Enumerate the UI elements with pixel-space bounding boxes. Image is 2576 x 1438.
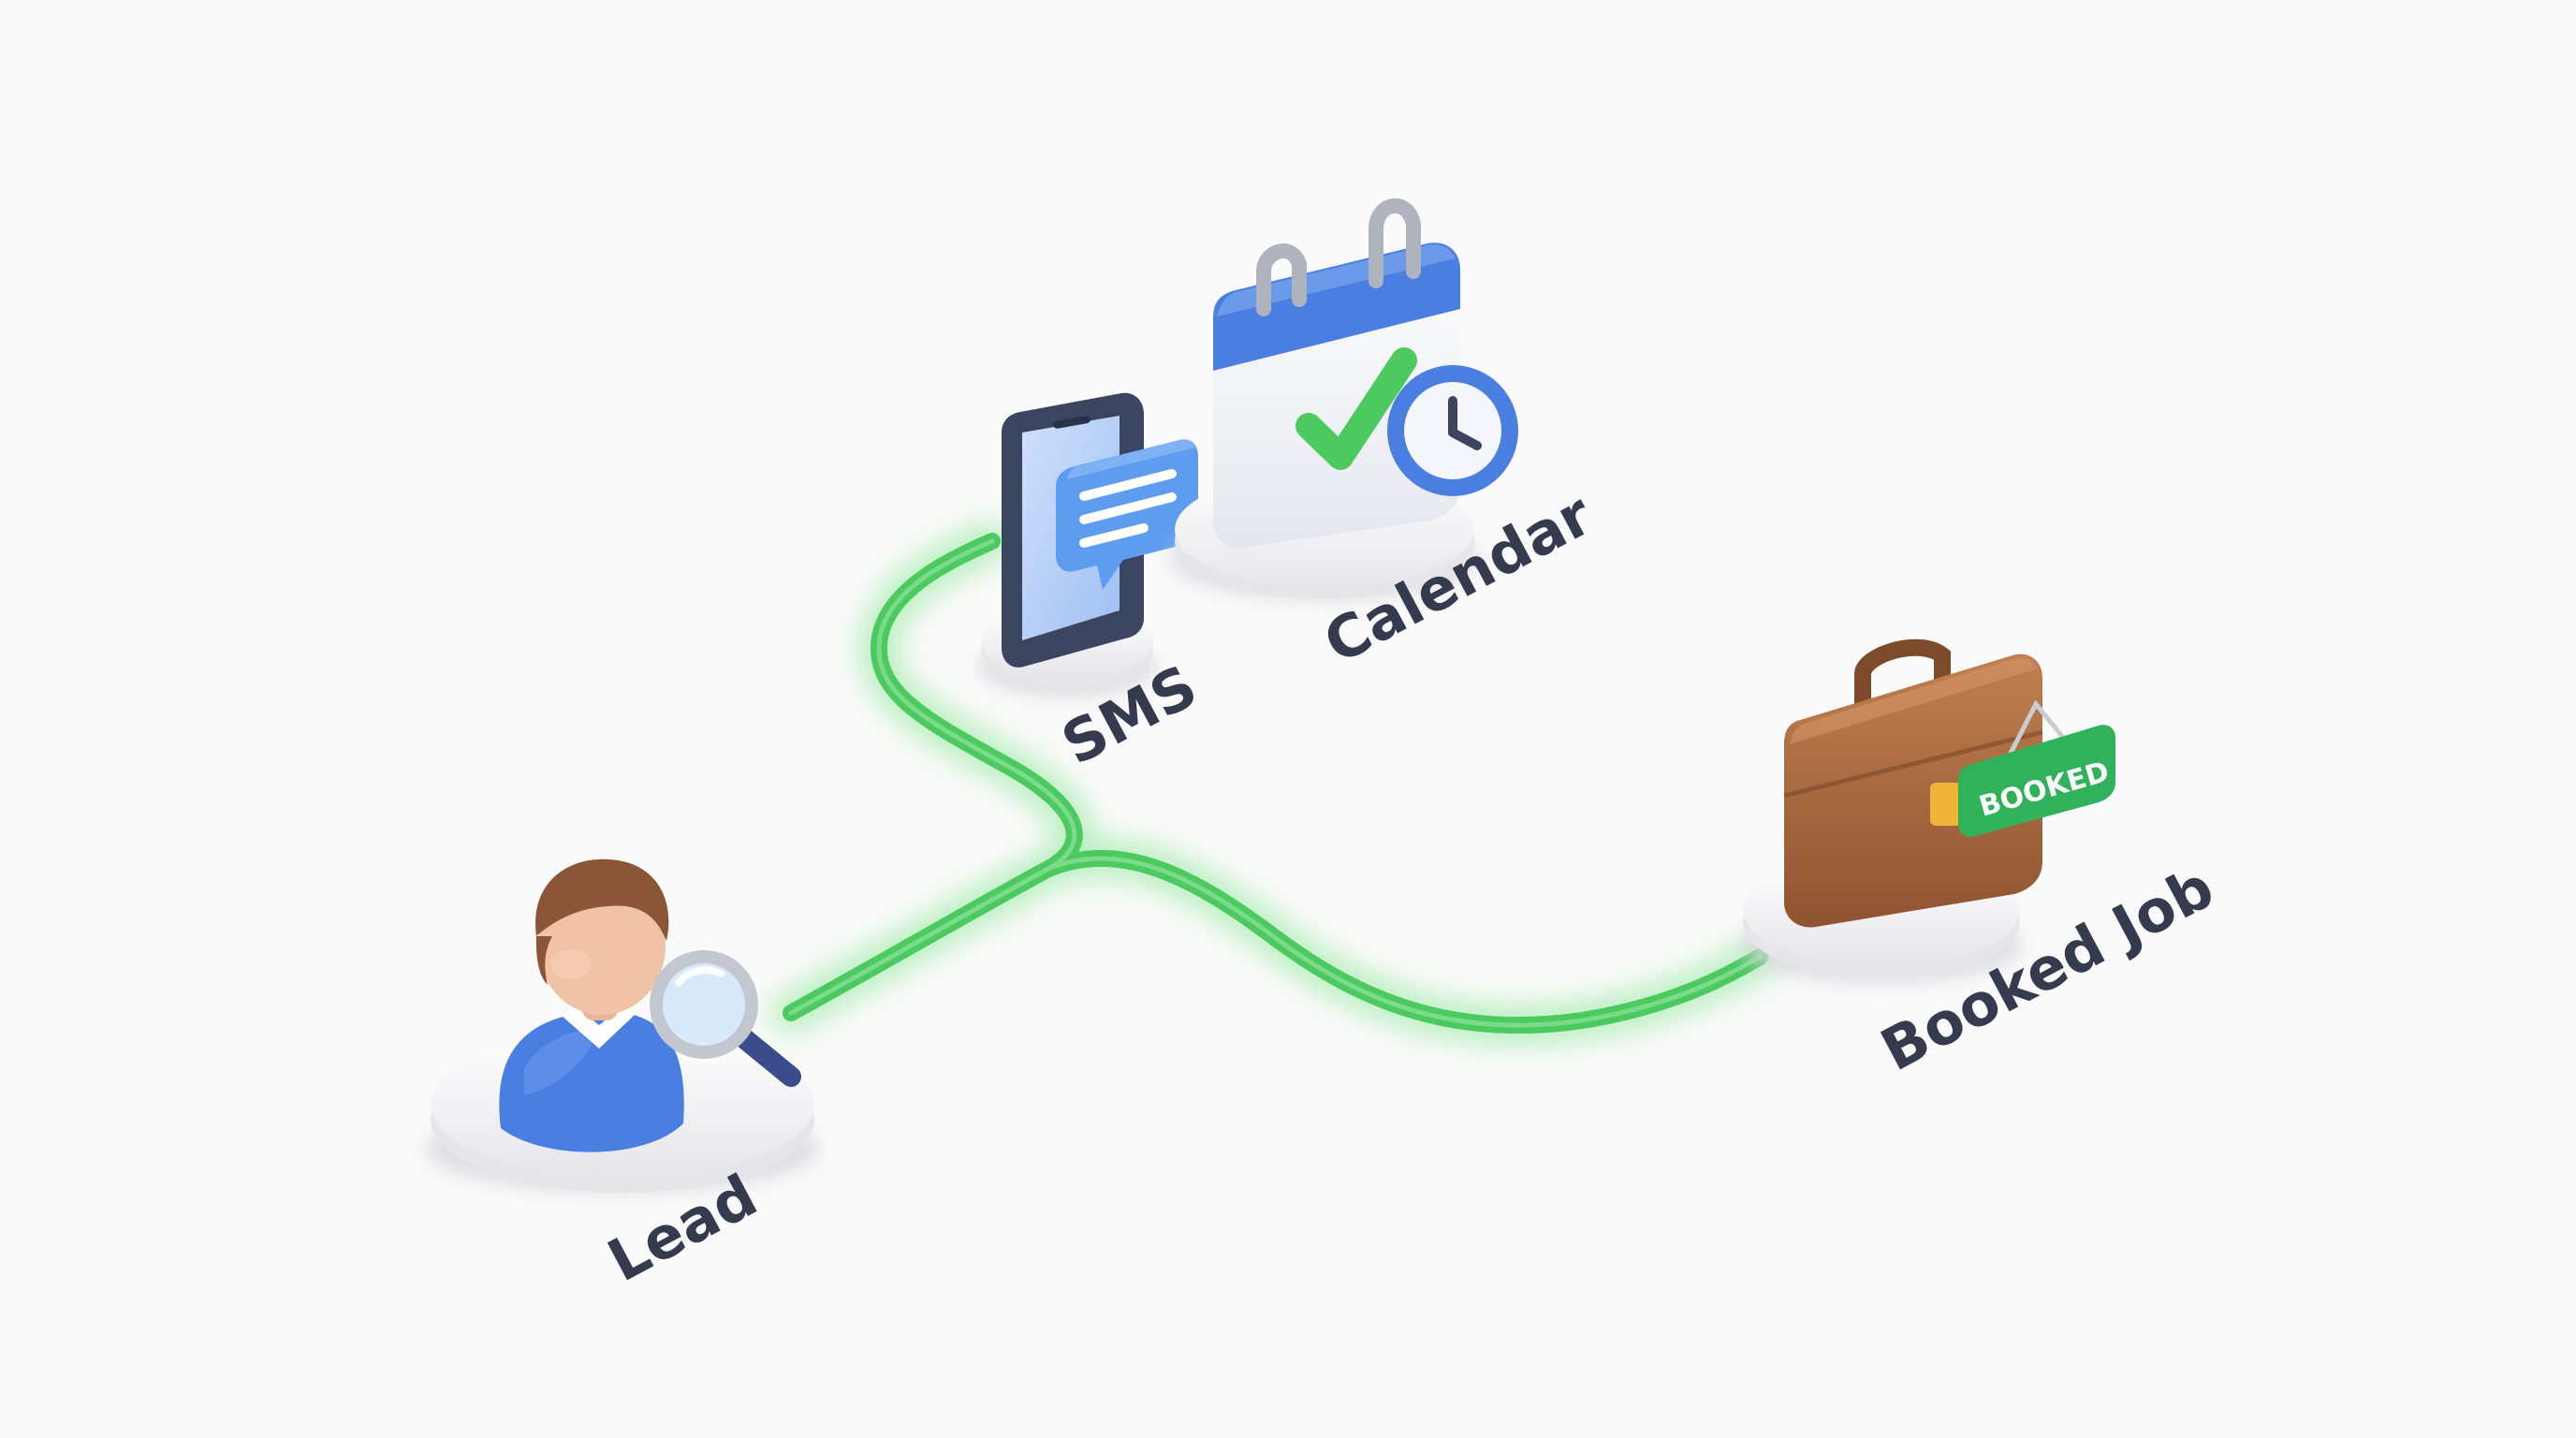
sms-node[interactable]: SMS — [978, 392, 1208, 778]
lead-node[interactable]: Lead — [426, 858, 819, 1295]
phone-message-icon — [1002, 392, 1198, 668]
connector-line — [770, 521, 1780, 1047]
person-magnifier-icon — [499, 858, 801, 1152]
connector-glow — [770, 521, 1780, 1047]
booked-job-node[interactable]: BOOKED Booked Job — [1741, 638, 2224, 1085]
calendar-check-clock-icon — [1213, 198, 1518, 549]
calendar-node[interactable]: Calendar — [1170, 198, 1603, 677]
connector-highlight — [788, 538, 1763, 1028]
briefcase-icon: BOOKED — [1783, 638, 2115, 928]
